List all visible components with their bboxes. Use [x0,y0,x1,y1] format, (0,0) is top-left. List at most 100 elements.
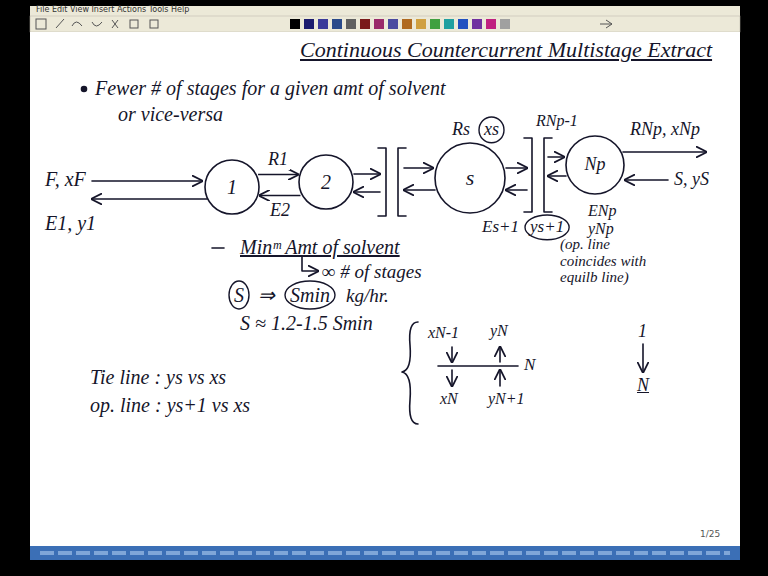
handwritten-note: ⇒ [258,284,275,306]
handwritten-note: ENp [588,202,616,220]
handwritten-note: F, xF [45,168,86,190]
stream [404,167,433,169]
bracket [544,138,552,212]
direction-arrow [642,344,644,372]
stream [451,370,453,386]
stage-label: 1 [227,176,237,198]
color-chip [346,19,356,29]
handwritten-note: xN [440,390,458,408]
handwritten-note: S, yS [674,170,709,190]
extract-stream [92,198,207,200]
handwritten-note: RNp-1 [536,112,578,130]
stream-connector [258,174,298,176]
color-chip [318,19,328,29]
color-chip [332,19,342,29]
color-chip [374,19,384,29]
circled-marks [229,117,569,309]
handwritten-note: Fewer # of stages for a given amt of sol… [95,77,446,99]
tool-icon [600,20,612,28]
stream-label: E2 [268,201,292,221]
stage-circle: 1 [204,159,260,215]
stage-circle: Np [565,135,625,195]
bracket [524,138,532,212]
streams [82,87,707,425]
raffinate-stream [623,151,706,153]
toolbar [30,16,740,32]
handwritten-note: yN [490,322,508,340]
menu-text: File Edit View Insert Actions Tools Help [36,6,189,15]
tool-icon [150,20,158,28]
toolbar-icons [36,19,158,29]
color-chip [402,19,412,29]
stream-label: R1 [266,150,290,170]
stage-line [438,365,518,367]
page [30,32,740,546]
color-chip [500,19,510,29]
color-chip [486,19,496,29]
handwritten-note: kg/hr. [346,286,389,307]
stream-connector [260,195,301,197]
handwritten-note: or vice-versa [118,103,223,125]
color-chip [290,19,300,29]
menu-bar [30,6,740,16]
color-chip [416,19,426,29]
color-chip [360,19,370,29]
handwritten-note: N [637,376,649,396]
stage-circle: 2 [298,154,354,210]
stream [451,347,453,362]
color-chip [444,19,454,29]
stage-label: Np [584,155,605,175]
stream [354,191,380,193]
handwritten-note: xs [484,120,499,140]
stream [506,167,527,169]
circle-outline [205,160,259,214]
handwritten-note: ∞ # of stages [322,262,422,283]
color-chip [472,19,482,29]
tool-icon [72,22,82,26]
scroll-track [40,551,730,555]
stage-label: 2 [321,171,331,193]
pen-colours [290,19,612,29]
circled-mark [479,117,504,143]
scroll-bar [30,546,740,560]
stage-circle: s [434,142,506,214]
handwritten-note: RNp, xNp [630,120,700,140]
color-chip [458,19,468,29]
stream [354,173,380,175]
title: Continuous Countercurrent Multistage Ext… [300,38,712,62]
dash [212,247,224,249]
stream [404,189,435,191]
handwritten-note: xN-1 [428,324,459,342]
tool-icon [130,20,138,28]
handwritten-note: Rs [452,120,470,140]
stream [506,189,527,191]
tool-icon [92,22,102,26]
solvent-stream [625,179,668,181]
handwritten-note: S ≈ 1.2-1.5 Smin [240,312,373,334]
handwritten-note: N [524,356,535,375]
stage-label: s [466,166,475,190]
color-chip [304,19,314,29]
handwritten-note: Minᵐ Amt of solvent [240,236,400,258]
circled-mark [525,215,569,240]
stream [499,370,501,386]
page-number: 1/25 [700,530,720,540]
stream [548,175,566,177]
handwritten-note: E1, y1 [45,212,96,234]
handwritten-note: op. line : ys+1 vs xs [90,394,250,416]
circled-mark [229,281,249,309]
circle-outline [435,143,505,213]
handwritten-note: yNp [588,220,614,238]
handwritten-note: (op. line coincides with equilb line) [560,236,668,286]
bullet [82,87,87,92]
circle-outline [299,155,353,209]
color-chip [388,19,398,29]
stream [548,156,564,158]
handwritten-note: Es+1 [482,218,519,237]
handwritten-note: Tie line : ys vs xs [90,366,226,388]
stream [499,347,501,362]
tool-icon [112,20,118,28]
tool-icon [56,19,64,28]
